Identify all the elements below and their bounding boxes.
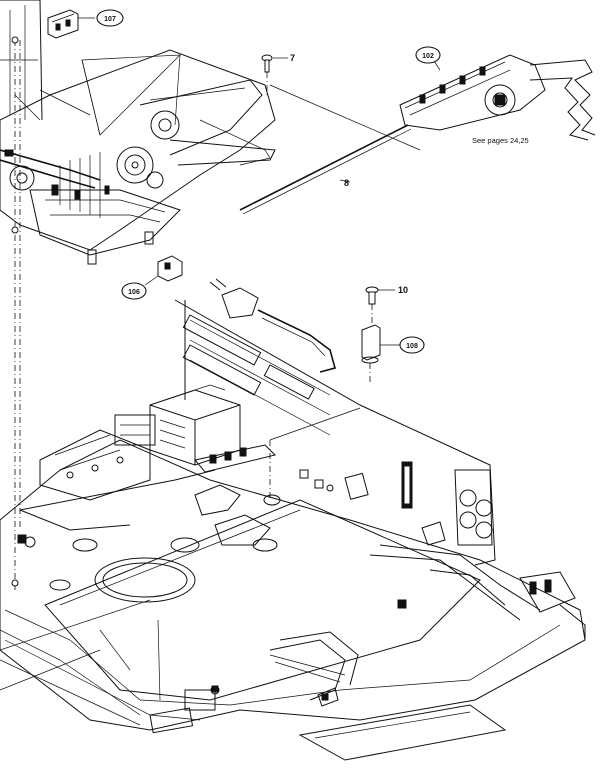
power-cord-plug: [209, 278, 336, 373]
tape-mechanism-assembly: [0, 0, 276, 265]
screw-7: [261, 54, 288, 95]
part-108-bracket: [361, 324, 400, 385]
part-label-10: 10: [398, 285, 408, 295]
callout-106-label: 106: [128, 289, 140, 296]
callout-106: 106: [121, 282, 147, 300]
board-components: [299, 461, 446, 546]
callout-102-label: 102: [422, 53, 434, 60]
part-label-7: 7: [290, 53, 295, 63]
part-107-bracket: [47, 9, 95, 39]
power-transformer: [114, 384, 276, 473]
screw-10: [365, 286, 395, 325]
callout-102: 102: [415, 46, 441, 64]
left-assembly-axis: [11, 36, 21, 590]
lower-leader-lines: [0, 407, 361, 701]
part-106-bracket: [144, 255, 183, 286]
main-chassis: [0, 299, 586, 734]
callout-107: 107: [96, 9, 124, 27]
callout-108: 108: [399, 336, 425, 354]
see-pages-note: See pages 24,25: [472, 136, 529, 145]
callout-107-label: 107: [104, 16, 116, 23]
ribbon-cables: [269, 544, 586, 761]
part-102-pickup-assembly: [399, 54, 596, 141]
callout-108-label: 108: [406, 343, 418, 350]
rod-8: [239, 84, 421, 215]
part-label-8: 8: [344, 178, 349, 188]
